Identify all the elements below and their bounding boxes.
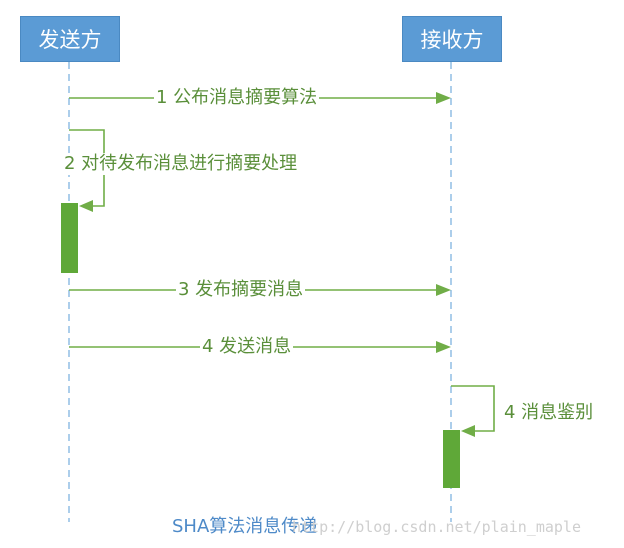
message-3-label: 3 发布摘要消息 [176,279,306,301]
watermark-text: http://blog.csdn.net/plain_maple [292,518,581,536]
diagram-caption: SHA算法消息传递 [172,516,318,537]
message-5-arrowhead [461,425,475,437]
message-1-arrowhead [436,92,451,104]
message-2-arrowhead [79,200,93,212]
receiver-label: 接收方 [420,28,484,52]
message-5-self-arrow [451,385,495,432]
sender-label: 发送方 [38,28,102,52]
receiver-activation-bar [443,430,460,488]
message-3-arrowhead [436,284,451,296]
message-4-label: 4 发送消息 [200,336,294,358]
sender-activation-bar [61,203,78,273]
message-1-label: 1 公布消息摘要算法 [154,87,320,109]
message-5-label: 4 消息鉴别 [502,402,596,424]
receiver-actor-box: 接收方 [402,16,502,62]
message-4-arrowhead [436,341,451,353]
sender-actor-box: 发送方 [20,16,120,62]
message-2-label: 2 对待发布消息进行摘要处理 [62,153,300,175]
